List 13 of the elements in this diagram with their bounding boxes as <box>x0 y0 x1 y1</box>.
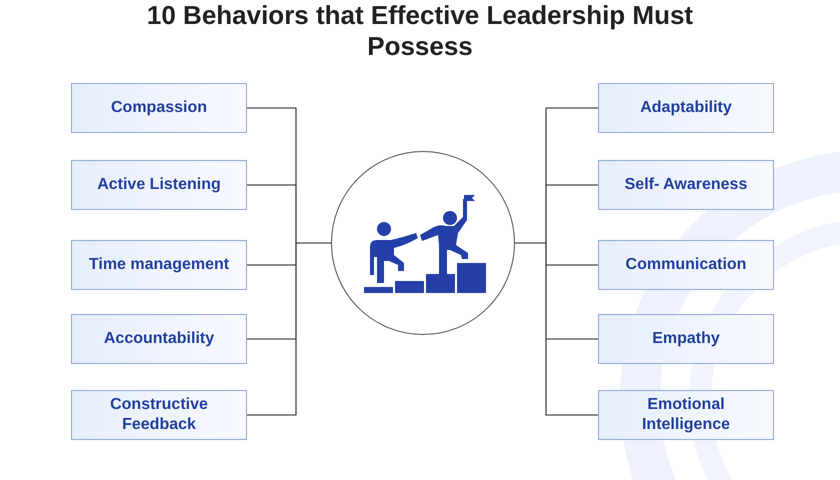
behavior-label: Accountability <box>104 329 214 349</box>
behavior-label: Time management <box>88 255 230 275</box>
connector-line <box>247 242 331 416</box>
behavior-label: Communication <box>626 255 746 275</box>
behavior-label: Empathy <box>652 329 720 349</box>
title: 10 Behaviors that Effective Leadership Must Possess <box>146 0 694 62</box>
behavior-label: Adaptability <box>640 98 732 118</box>
behavior-label: Emotional Intelligence <box>640 395 732 435</box>
behavior-label: Self- Awareness <box>624 175 748 195</box>
behavior-label: Compassion <box>110 98 207 118</box>
behavior-label: Active Listening <box>97 175 221 195</box>
behavior-label: Constructive Feedback <box>109 395 209 435</box>
connector-line <box>515 242 598 416</box>
